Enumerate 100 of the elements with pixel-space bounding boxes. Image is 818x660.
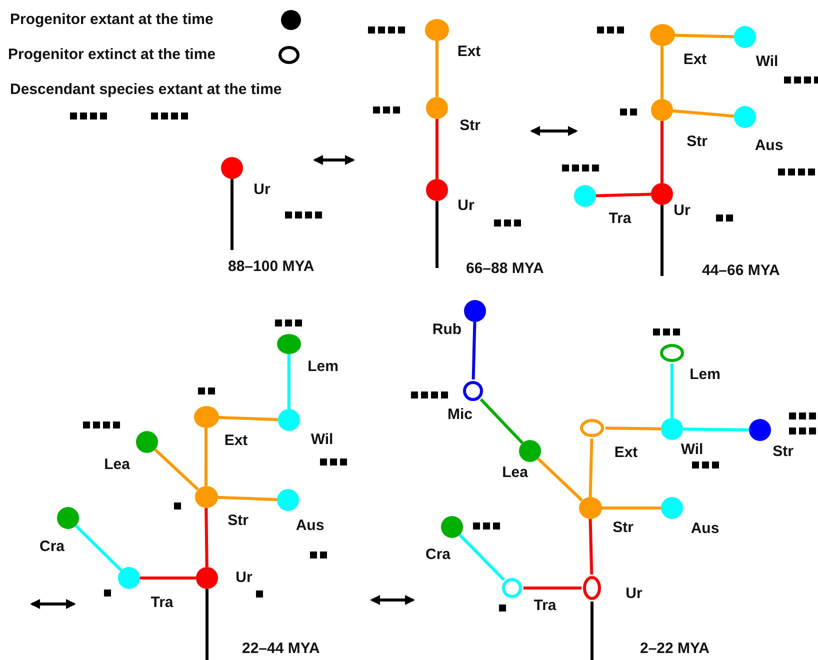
species-label: Cra (426, 546, 450, 564)
branch-line (436, 119, 438, 179)
species-label: Ur (458, 197, 474, 215)
species-label: Ur (674, 202, 690, 220)
branch-line (140, 576, 196, 580)
branch-line (588, 518, 594, 575)
filled-circle (519, 440, 541, 462)
time-label: 2–22 MYA (640, 640, 710, 658)
branch-line (458, 534, 505, 581)
filled-circle (441, 516, 463, 538)
filled-circle (734, 26, 756, 48)
species-label: Ur (236, 569, 252, 587)
filled-circle (194, 486, 218, 508)
filled-circle (464, 300, 486, 322)
branch-line (536, 457, 583, 502)
species-label: Str (686, 133, 708, 151)
species-label: Lem (308, 358, 338, 376)
species-label: Ext (683, 51, 707, 69)
branch-line (74, 524, 122, 572)
species-label: Str (772, 443, 794, 461)
species-label: Ext (457, 43, 481, 61)
branch-line (660, 46, 664, 99)
species-label: Lea (104, 456, 130, 474)
species-label: Tra (534, 597, 556, 615)
species-label: Mic (448, 406, 472, 424)
branch-line (217, 496, 278, 502)
branch-line (605, 426, 662, 430)
legend-text: Progenitor extinct at the time (8, 46, 216, 64)
branch-line (288, 354, 290, 409)
branch-line (206, 589, 208, 660)
species-label: Lea (502, 464, 528, 482)
species-label: Aus (690, 520, 720, 538)
filled-circle (194, 406, 218, 428)
branch-line (596, 192, 652, 198)
filled-circle (57, 507, 79, 529)
branch-line (670, 364, 674, 418)
filled-circle (118, 567, 140, 589)
species-label: Str (228, 512, 248, 530)
branch-line (602, 506, 661, 510)
species-label: Str (612, 519, 634, 537)
species-label: Str (460, 117, 480, 135)
hollow-circle (463, 381, 483, 401)
branch-line (524, 586, 582, 590)
species-label: Aus (754, 137, 784, 155)
time-label: 22–44 MYA (242, 640, 320, 658)
branch-line (672, 109, 734, 118)
filled-circle (574, 185, 596, 207)
species-label: Wil (310, 431, 334, 449)
hollow-circle (580, 419, 604, 437)
species-label: Tra (150, 594, 174, 612)
hollow-circle (502, 578, 522, 598)
species-label: Lem (690, 366, 720, 384)
branch-line (154, 448, 199, 490)
species-label: Aus (296, 517, 324, 535)
branch-line (436, 201, 438, 268)
species-label: Rub (432, 321, 462, 339)
branch-line (436, 41, 438, 97)
filled-circle (221, 157, 243, 179)
filled-circle (651, 99, 673, 121)
legend-text: Descendant species extant at the time (10, 81, 282, 99)
filled-circle (277, 489, 299, 511)
branch-line (682, 428, 750, 432)
branch-line (660, 121, 664, 183)
hollow-circle (660, 344, 684, 362)
species-label: Wil (756, 53, 778, 71)
species-label: Cra (40, 538, 64, 556)
branch-line (660, 205, 664, 276)
filled-circle (278, 409, 300, 431)
filled-circle (136, 431, 158, 453)
branch-line (472, 322, 476, 380)
filled-circle (425, 19, 449, 41)
branch-line (480, 398, 524, 444)
filled-circle (734, 106, 756, 128)
species-label: Ur (254, 181, 270, 199)
species-label: Wil (680, 441, 704, 459)
filled-circle (651, 183, 673, 205)
branch-line (204, 428, 208, 486)
legend-text: Progenitor extant at the time (10, 11, 214, 29)
branch-line (588, 438, 594, 498)
species-label: Tra (608, 210, 632, 228)
filled-circle (578, 497, 602, 519)
time-label: 88–100 MYA (228, 258, 314, 276)
time-label: 66–88 MYA (466, 260, 544, 278)
species-label: Ext (614, 444, 638, 462)
filled-circle (749, 419, 771, 441)
filled-circle (650, 24, 674, 46)
filled-circle (196, 567, 218, 589)
filled-circle (426, 179, 448, 201)
species-label: Ur (626, 585, 642, 603)
filled-circle (661, 497, 683, 519)
branch-line (590, 602, 594, 660)
hollow-circle (583, 576, 601, 600)
branch-line (218, 416, 278, 422)
species-label: Ext (224, 432, 248, 450)
branch-line (204, 508, 208, 568)
branch-line (230, 179, 234, 250)
filled-circle (277, 334, 301, 354)
time-label: 44–66 MYA (702, 262, 780, 280)
branch-line (674, 34, 734, 38)
filled-circle (426, 97, 448, 119)
